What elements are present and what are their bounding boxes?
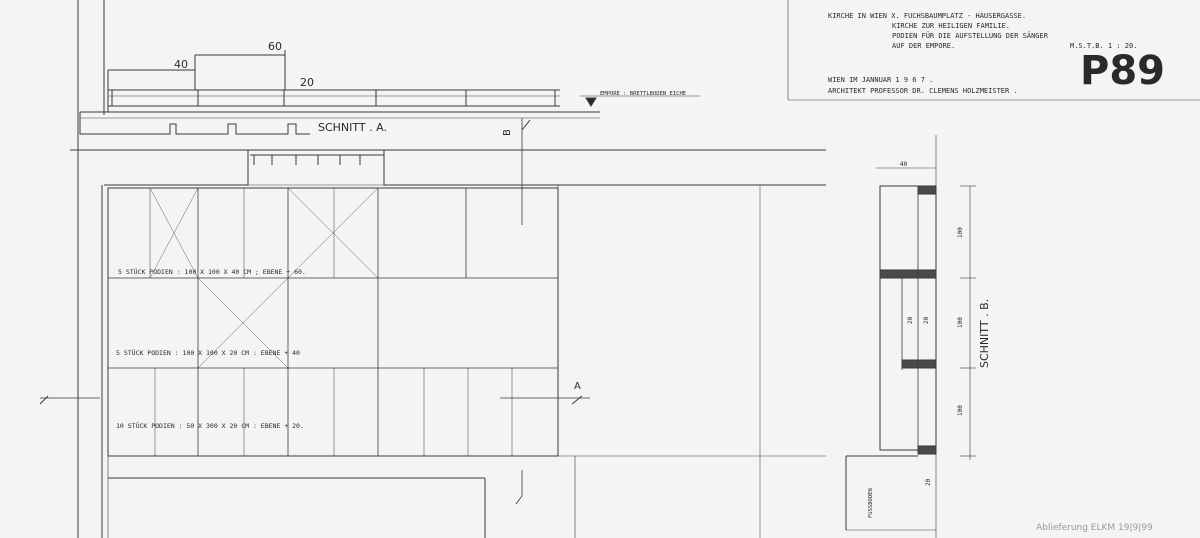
dimension-middle: 100: [957, 317, 964, 328]
hatched-block: [917, 185, 937, 195]
scale-label: M.S.T.B. 1 : 20.: [1070, 42, 1137, 50]
section-a-title: SCHNITT . A.: [318, 121, 387, 134]
title-line-3: PODIEN FÜR DIE AUFSTELLUNG DER SÄNGER: [892, 31, 1049, 40]
dimension-upper: 100: [957, 227, 964, 238]
hatched-block: [917, 359, 937, 369]
dimension-20c: 20: [925, 478, 932, 486]
section-marker-arrow: [521, 119, 531, 131]
podium-plan-outline: [107, 187, 559, 457]
podium-diagonal: [149, 187, 199, 279]
title-line-1: KIRCHE IN WIEN X. FUCHSBAUMPLATZ - HAUSE…: [828, 12, 1026, 20]
dimension-20a: 20: [907, 316, 914, 324]
dimension-20b: 20: [923, 316, 930, 324]
archive-note: Ablieferung ELKM 19|9|99: [1036, 523, 1153, 533]
architect-line: ARCHITEKT PROFESSOR DR. CLEMENS HOLZMEIS…: [828, 87, 1018, 95]
hatched-block: [879, 269, 919, 279]
level-marker: [585, 97, 597, 107]
floor-label: FUSSBODEN: [868, 488, 874, 518]
podium-note-2: 5 STÜCK PODIEN : 100 X 100 X 20 CM : EBE…: [116, 348, 300, 357]
hatched-block: [917, 269, 937, 279]
dimension-40: 40: [174, 58, 188, 71]
section-marker-arrow: [571, 395, 583, 405]
podium-diagonal: [197, 277, 289, 369]
hatched-block: [917, 445, 937, 455]
slab-profile: [104, 149, 249, 186]
dimension-top: 40: [900, 161, 908, 168]
section-profile: [79, 112, 310, 135]
section-marker-arrow: [515, 470, 523, 505]
title-line-2: KIRCHE ZUR HEILIGEN FAMILIE.: [892, 22, 1010, 30]
podium-note-1: 5 STÜCK PODIEN : 100 X 100 X 40 CM ; EBE…: [118, 267, 306, 276]
title-line-4: AUF DER EMPORE.: [892, 42, 955, 50]
podium-note-3: 10 STÜCK PODIEN : 50 X 300 X 20 CM : EBE…: [116, 421, 304, 430]
slab-profile: [383, 150, 826, 186]
dimension-60: 60: [268, 40, 282, 53]
section-marker-b: B: [502, 129, 513, 136]
podium-diagonal: [287, 187, 379, 279]
dimension-20: 20: [300, 76, 314, 89]
section-marker-a: A: [574, 381, 581, 392]
hatched-block: [901, 359, 919, 369]
dimension-lower: 100: [957, 405, 964, 416]
section-marker-arrow: [39, 395, 49, 405]
section-b-title: SCHNITT . B.: [978, 299, 991, 368]
level-note: EMPORE : BRETTLBODEN EICHE: [600, 91, 686, 97]
sheet-number: P89: [1080, 48, 1165, 94]
place-date: WIEN IM JANNUAR 1 9 6 7 .: [828, 76, 933, 84]
